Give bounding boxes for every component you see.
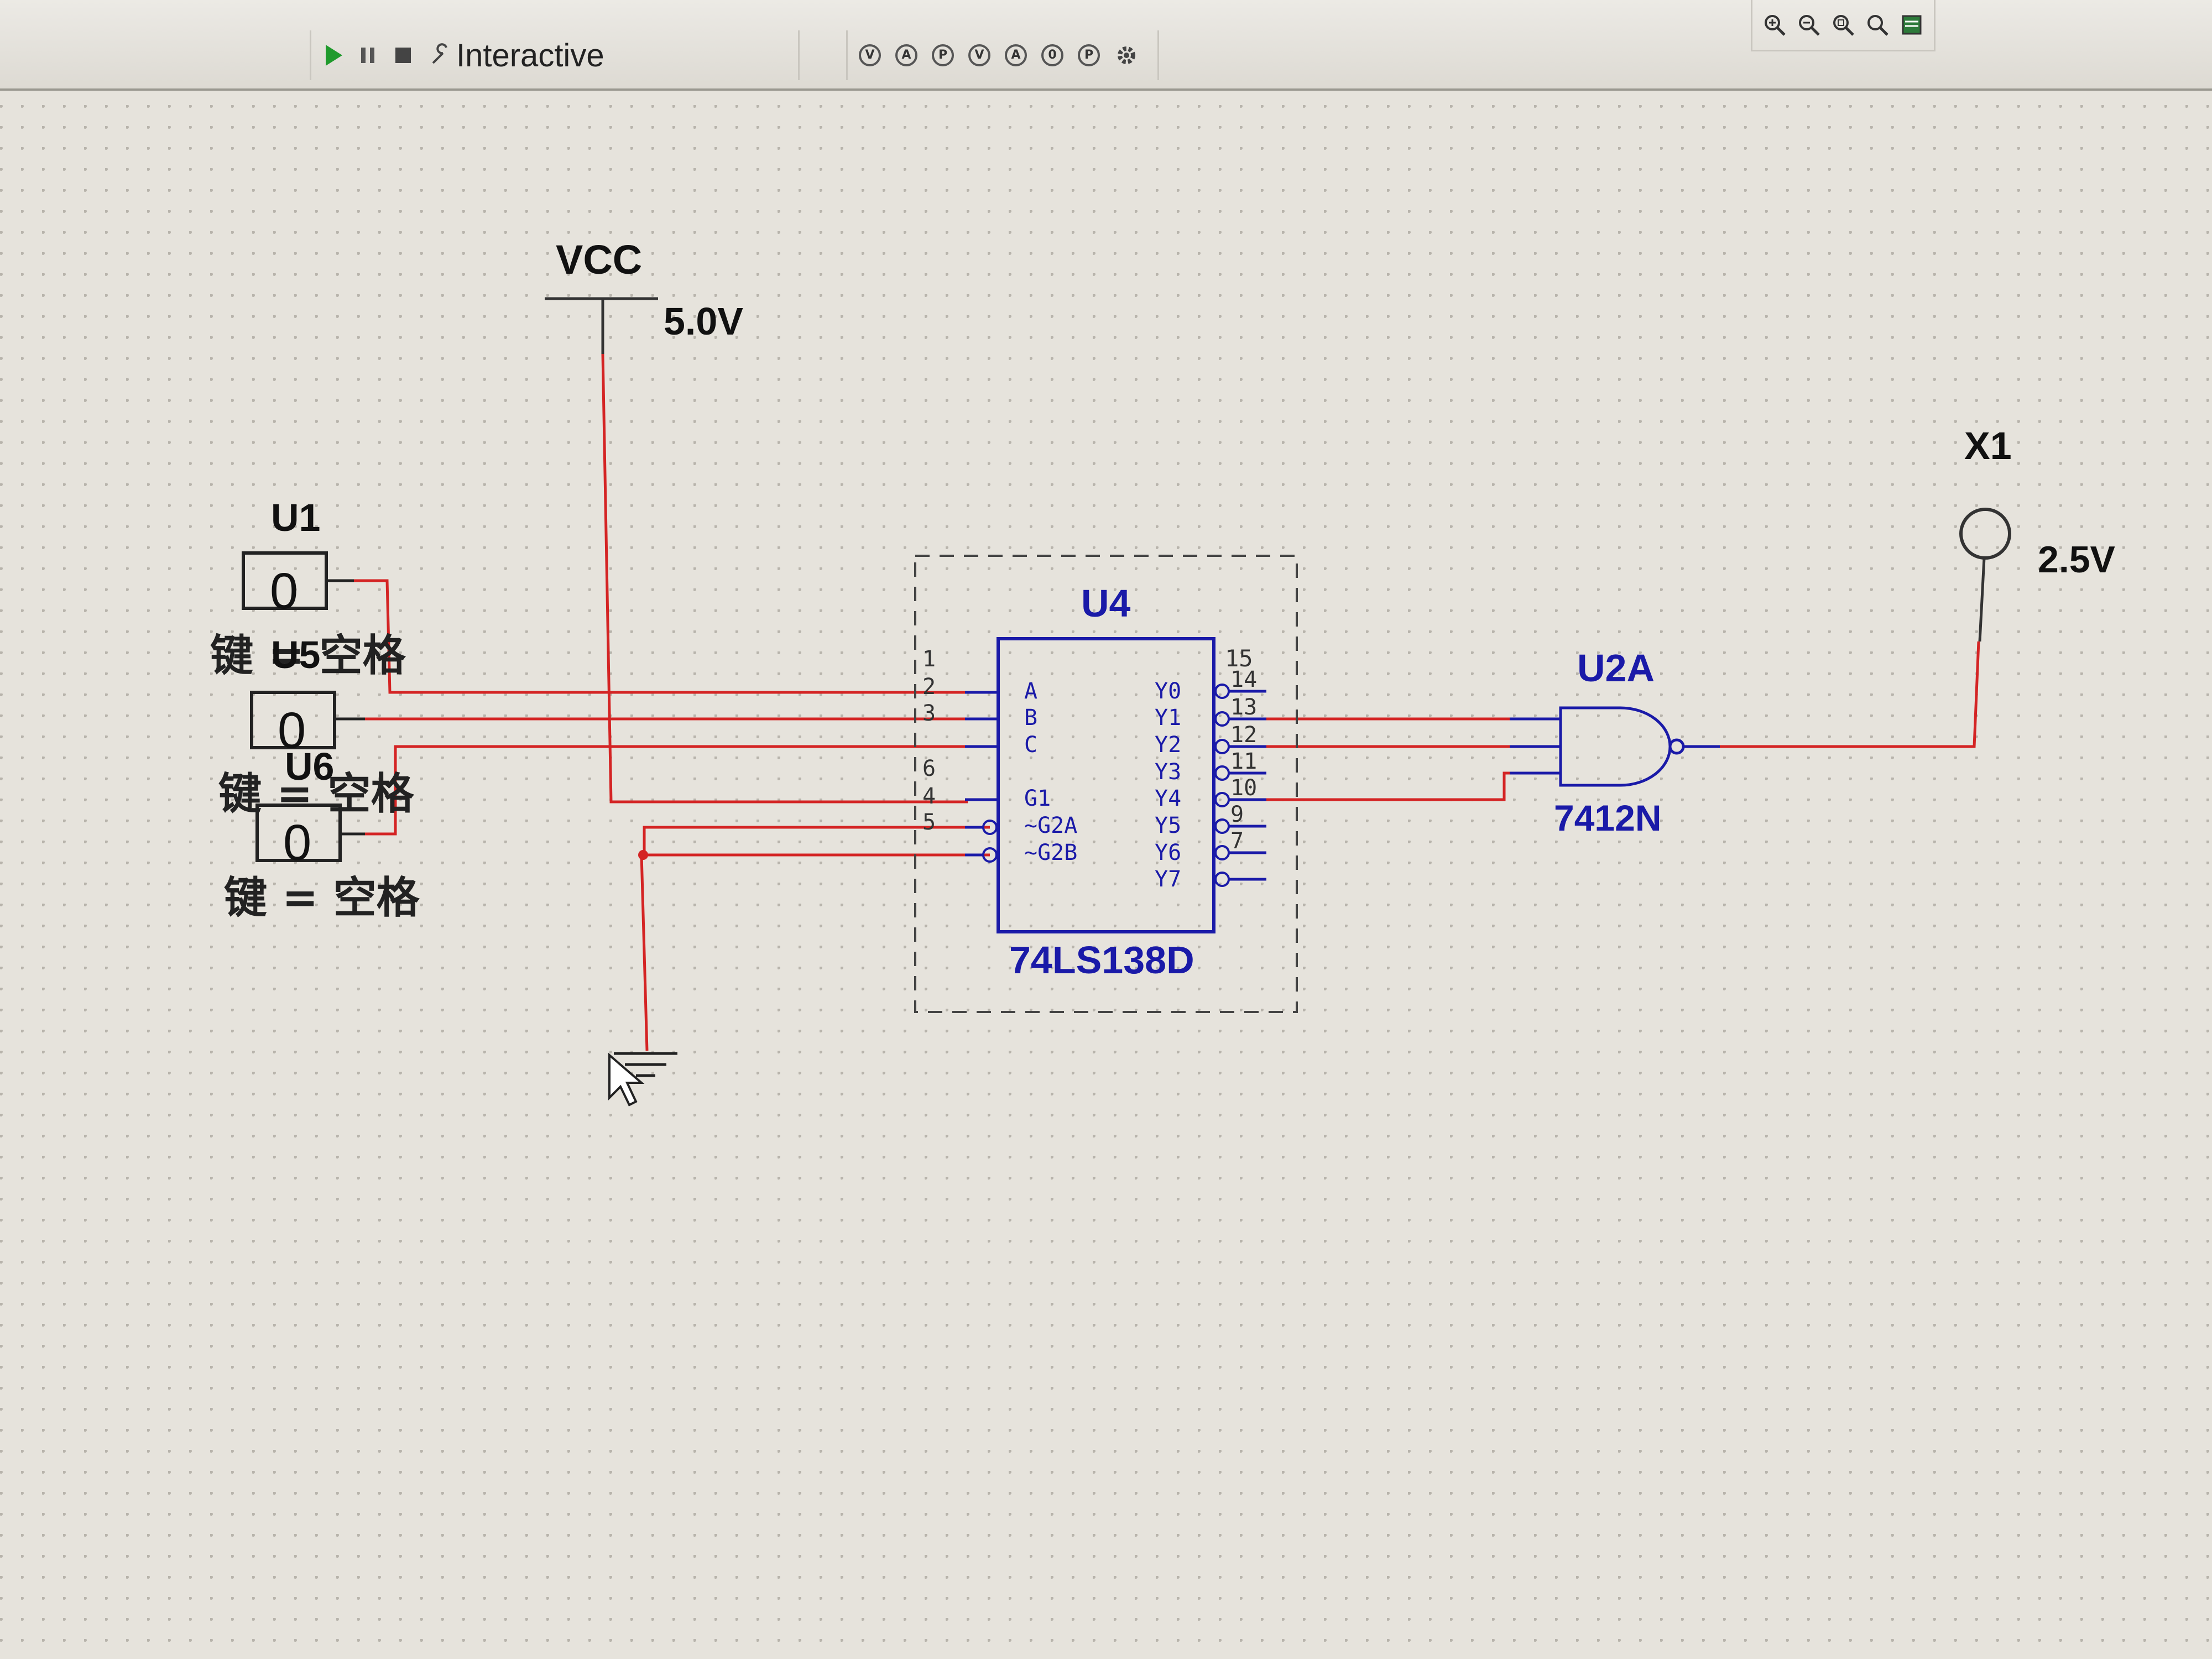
decoder-body: [997, 637, 1215, 933]
stop-icon[interactable]: [392, 44, 414, 66]
pin-name: ~G2A: [1024, 813, 1077, 838]
vcc-voltage: 5.0V: [664, 300, 743, 343]
wire-nand-probe[interactable]: [1720, 641, 1980, 748]
wire-u1-a[interactable]: [354, 579, 968, 694]
bubble-g2a: [982, 820, 998, 835]
probe-x1[interactable]: X1 2.5V: [1959, 424, 2115, 642]
pin-name: B: [1024, 705, 1037, 731]
pin-name: Y3: [1155, 759, 1181, 785]
zoom-group: [1751, 0, 1936, 51]
decoder-vcc-pin: 15: [1225, 645, 1253, 672]
pin-number: 14: [1230, 667, 1257, 692]
switch-u1-ref: U1: [271, 496, 320, 539]
play-icon[interactable]: [322, 43, 345, 68]
pin-name: G1: [1024, 786, 1051, 811]
pin-number: 3: [922, 701, 936, 726]
pin-name: Y4: [1155, 786, 1181, 811]
probe-icon[interactable]: V: [859, 44, 881, 66]
pause-icon[interactable]: [359, 44, 378, 66]
nand-part: 7412N: [1554, 797, 1662, 838]
wire-vcc-g1[interactable]: [601, 353, 968, 804]
wire-g2a-ground[interactable]: [643, 826, 990, 857]
probe-value: 2.5V: [2038, 539, 2115, 581]
pin-name: C: [1024, 732, 1037, 758]
output-bubbles: [1214, 684, 1230, 887]
switch-u5-state: 0: [278, 702, 306, 759]
schematic-canvas[interactable]: VCC 5.0V U1 0 键 = 空格 U5 0 键 = 空格 U6 0 键 …: [0, 91, 2212, 1659]
pin-name: Y7: [1155, 867, 1181, 892]
switch-u1[interactable]: U1 0 键 = 空格: [210, 496, 406, 681]
pin-number: 4: [922, 784, 936, 809]
pin-name: Y0: [1155, 679, 1181, 704]
switch-u5-key: 键 = 空格: [218, 769, 415, 819]
vcc-source[interactable]: VCC 5.0V: [545, 237, 743, 354]
switch-u6[interactable]: U6 0 键 = 空格: [224, 745, 420, 923]
pin-number: 12: [1230, 722, 1257, 748]
pin-name: Y1: [1155, 705, 1181, 731]
zoom-out-icon[interactable]: [1797, 13, 1821, 37]
sim-control-group: Interactive: [310, 30, 800, 80]
probe-icon[interactable]: 0: [1041, 44, 1063, 66]
pin-number: 5: [922, 810, 936, 835]
pin-number: 6: [922, 756, 936, 781]
pin-number: 9: [1230, 802, 1244, 827]
probe-icon[interactable]: P: [1078, 44, 1100, 66]
mouse-cursor-icon: [608, 1052, 645, 1107]
mode-label: Interactive: [456, 37, 604, 74]
switch-u1-key: 键 = 空格: [210, 631, 406, 681]
wire-junction: [638, 850, 648, 860]
switch-u6-key: 键 = 空格: [224, 873, 420, 923]
probe-icon[interactable]: A: [1005, 44, 1027, 66]
pin-number: 7: [1230, 828, 1244, 854]
pin-number: 2: [922, 674, 936, 700]
zoom-fit-icon[interactable]: [1865, 13, 1890, 37]
wire-u6-c[interactable]: [365, 745, 968, 836]
ground-symbol[interactable]: [614, 1052, 677, 1077]
decoder-ref: U4: [1081, 582, 1131, 625]
probe-icon[interactable]: P: [932, 44, 954, 66]
switch-u5-ref: U5: [271, 633, 320, 676]
voltmeter-icon[interactable]: V: [968, 44, 990, 66]
simulation-toolbar: Interactive V A P V A 0 P: [0, 0, 2212, 91]
decoder-u4[interactable]: U4 74LS138D 15 1 2 3 6 4 5 A B C G1 ~G2A…: [914, 555, 1298, 1013]
ammeter-icon[interactable]: A: [895, 44, 917, 66]
grid-background: [0, 91, 2212, 1659]
pin-name: Y5: [1155, 813, 1181, 838]
nand-ref: U2A: [1577, 646, 1655, 690]
pin-number: 13: [1230, 695, 1257, 720]
instrument-group: V A P V A 0 P: [846, 30, 1159, 80]
switch-u1-state: 0: [270, 563, 298, 619]
pin-number: 1: [922, 646, 936, 672]
decoder-part: 74LS138D: [1009, 938, 1194, 982]
pin-name: A: [1024, 679, 1037, 704]
nand-gate-u2a[interactable]: U2A 7412N: [1510, 646, 1720, 838]
probe-ref: X1: [1964, 424, 2012, 467]
pin-name: ~G2B: [1024, 840, 1077, 865]
pin-number: 10: [1230, 775, 1257, 801]
pin-name: Y6: [1155, 840, 1181, 865]
zoom-area-icon[interactable]: [1831, 13, 1855, 37]
wrench-icon: [432, 43, 447, 64]
zoom-in-icon[interactable]: [1762, 13, 1787, 37]
interactive-mode-button[interactable]: Interactive: [429, 37, 604, 74]
full-screen-icon[interactable]: [1900, 13, 1924, 37]
vcc-label: VCC: [556, 237, 642, 283]
pin-name: Y2: [1155, 732, 1181, 758]
settings-icon[interactable]: [1114, 43, 1139, 67]
switch-u6-ref: U6: [285, 745, 334, 788]
bubble-g2b: [982, 847, 998, 863]
decoder-selection-box: [914, 555, 1298, 1013]
switch-u6-state: 0: [283, 815, 311, 871]
pin-number: 11: [1230, 749, 1257, 774]
switch-u5[interactable]: U5 0 键 = 空格: [218, 633, 415, 819]
